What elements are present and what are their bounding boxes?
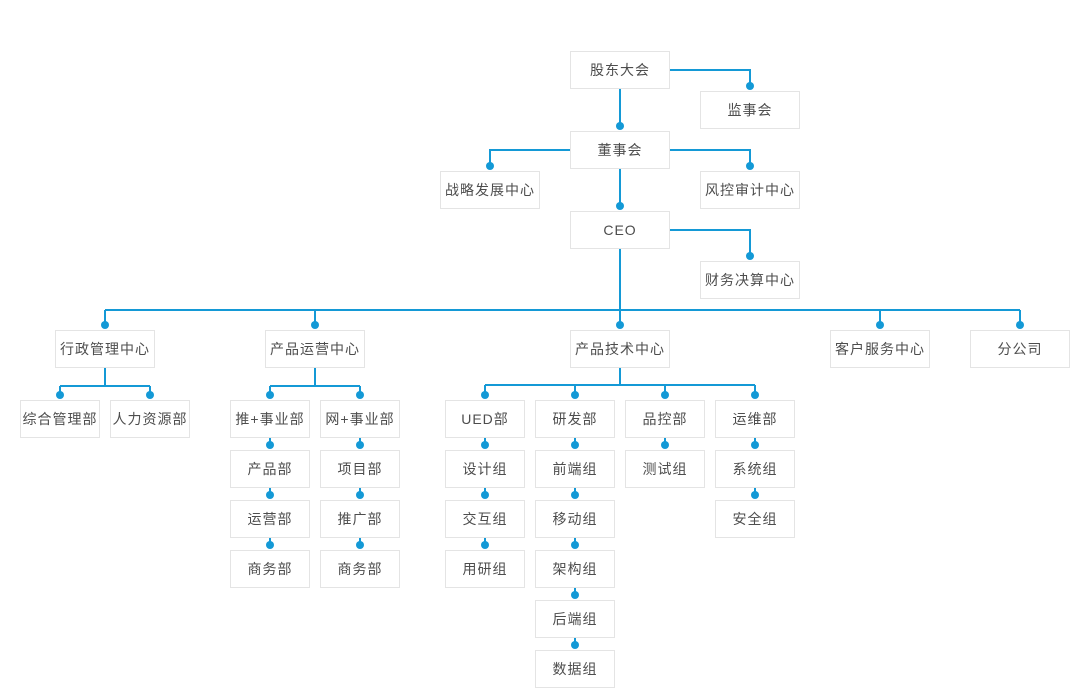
node-product-tech-center: 产品技术中心 bbox=[570, 330, 670, 368]
node-business-dept-1: 商务部 bbox=[230, 550, 310, 588]
node-system-group: 系统组 bbox=[715, 450, 795, 488]
node-hr-dept: 人力资源部 bbox=[110, 400, 190, 438]
node-general-admin-dept: 综合管理部 bbox=[20, 400, 100, 438]
node-project-dept: 项目部 bbox=[320, 450, 400, 488]
node-frontend-group: 前端组 bbox=[535, 450, 615, 488]
node-supervisory-board: 监事会 bbox=[700, 91, 800, 129]
node-shareholders-meeting: 股东大会 bbox=[570, 51, 670, 89]
node-ued-dept: UED部 bbox=[445, 400, 525, 438]
node-finance-center: 财务决算中心 bbox=[700, 261, 800, 299]
node-promotion-dept: 推广部 bbox=[320, 500, 400, 538]
node-branch-company: 分公司 bbox=[970, 330, 1070, 368]
node-risk-audit-center: 风控审计中心 bbox=[700, 171, 800, 209]
node-ops-maintenance-dept: 运维部 bbox=[715, 400, 795, 438]
node-data-group: 数据组 bbox=[535, 650, 615, 688]
node-board-of-directors: 董事会 bbox=[570, 131, 670, 169]
node-product-ops-center: 产品运营中心 bbox=[265, 330, 365, 368]
node-interaction-group: 交互组 bbox=[445, 500, 525, 538]
node-ceo: CEO bbox=[570, 211, 670, 249]
node-product-dept: 产品部 bbox=[230, 450, 310, 488]
node-wang-business-dept: 网+事业部 bbox=[320, 400, 400, 438]
node-qc-dept: 品控部 bbox=[625, 400, 705, 438]
node-security-group: 安全组 bbox=[715, 500, 795, 538]
node-user-research-group: 用研组 bbox=[445, 550, 525, 588]
node-customer-service-center: 客户服务中心 bbox=[830, 330, 930, 368]
node-tui-business-dept: 推+事业部 bbox=[230, 400, 310, 438]
node-operations-dept: 运营部 bbox=[230, 500, 310, 538]
node-backend-group: 后端组 bbox=[535, 600, 615, 638]
node-strategy-dev-center: 战略发展中心 bbox=[440, 171, 540, 209]
node-mobile-group: 移动组 bbox=[535, 500, 615, 538]
node-testing-group: 测试组 bbox=[625, 450, 705, 488]
node-design-group: 设计组 bbox=[445, 450, 525, 488]
node-business-dept-2: 商务部 bbox=[320, 550, 400, 588]
node-admin-center: 行政管理中心 bbox=[55, 330, 155, 368]
node-architecture-group: 架构组 bbox=[535, 550, 615, 588]
node-rd-dept: 研发部 bbox=[535, 400, 615, 438]
